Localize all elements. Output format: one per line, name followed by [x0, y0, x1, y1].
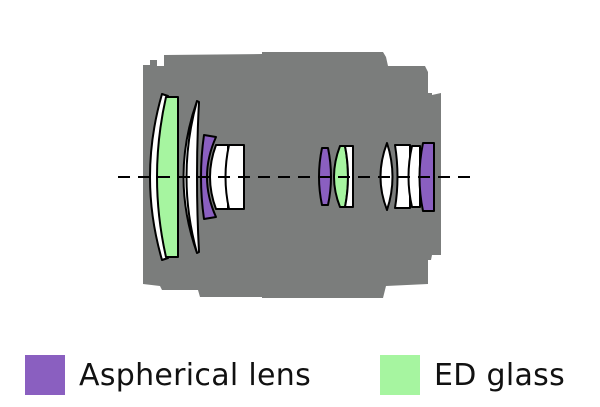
- lens-7: [407, 145, 421, 208]
- meniscus-lens-2: [182, 100, 200, 254]
- legend-label-aspherical: Aspherical lens: [79, 357, 312, 393]
- ed-glass-swatch: [380, 355, 420, 395]
- legend-aspherical: Aspherical lens: [25, 355, 311, 395]
- aspherical-swatch: [25, 355, 65, 395]
- legend-label-ed-glass: ED glass: [434, 357, 566, 393]
- aspherical-lens-1: [200, 134, 217, 220]
- legend-ed-glass: ED glass: [380, 355, 565, 395]
- lens-barrel: [143, 52, 441, 298]
- lens-4: [224, 144, 245, 210]
